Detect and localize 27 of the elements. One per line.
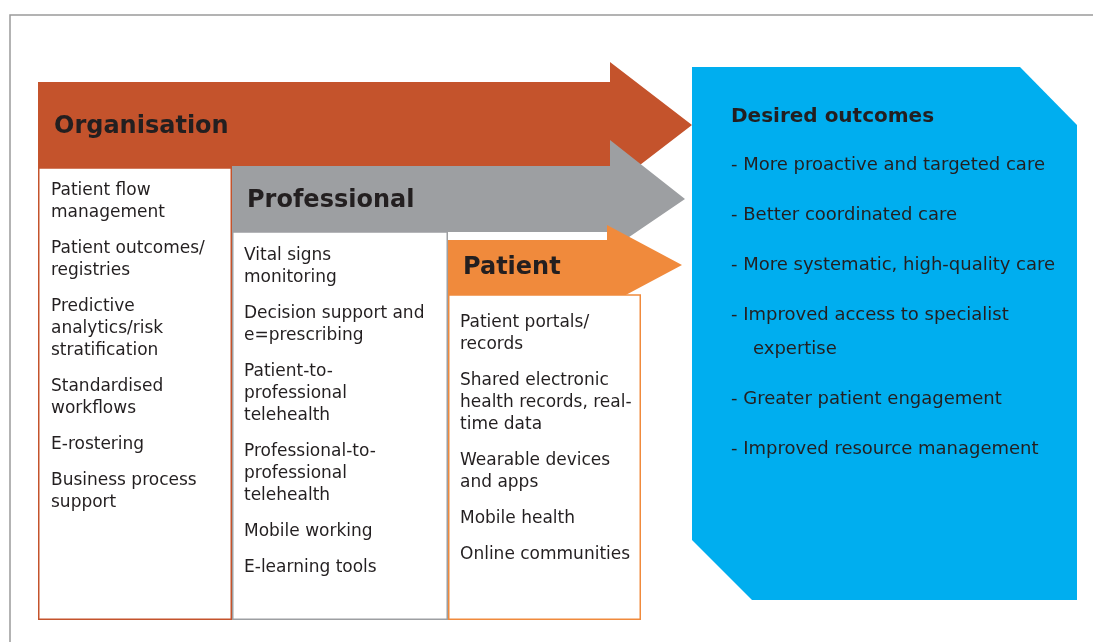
list-item: - Better coordinated care (731, 202, 959, 226)
list-item: Standardised workflows (51, 374, 165, 418)
heading: Professional (247, 185, 415, 213)
heading: Patient (463, 252, 561, 280)
list-item: E-rostering (51, 432, 146, 454)
list-item: Predictive analytics/risk stratification (51, 294, 165, 360)
list-item: Patient portals/ records (460, 310, 591, 354)
list-item: Business process support (51, 468, 198, 512)
heading: Desired outcomes (731, 103, 935, 127)
list-item: Vital signs monitoring (244, 243, 338, 287)
list-item: Wearable devices and apps (460, 448, 612, 492)
list-item: Patient flow management (51, 178, 166, 222)
list-item: - Improved resource management (731, 436, 1040, 460)
list-item: Decision support and e=prescribing (244, 301, 426, 345)
list-item: - More systematic, high-quality care (731, 252, 1057, 276)
list-item: Mobile working (244, 519, 374, 541)
list-item: Patient outcomes/ registries (51, 236, 206, 280)
list-item: Patient-to-professional telehealth (244, 359, 348, 425)
list-item: - Greater patient engagement (731, 386, 1003, 410)
list-item: Mobile health (460, 506, 576, 528)
list-item: - More proactive and targeted care (731, 152, 1046, 176)
list-item: Shared electronic health records, real-time data (460, 368, 632, 434)
list-item: Online communities (460, 542, 632, 564)
list-item: E-learning tools (244, 555, 378, 577)
list-item: Professional-to-professional telehealth (244, 439, 377, 505)
heading: Organisation (54, 111, 229, 139)
list-item: - Improved access to specialist expertise (731, 302, 1010, 360)
